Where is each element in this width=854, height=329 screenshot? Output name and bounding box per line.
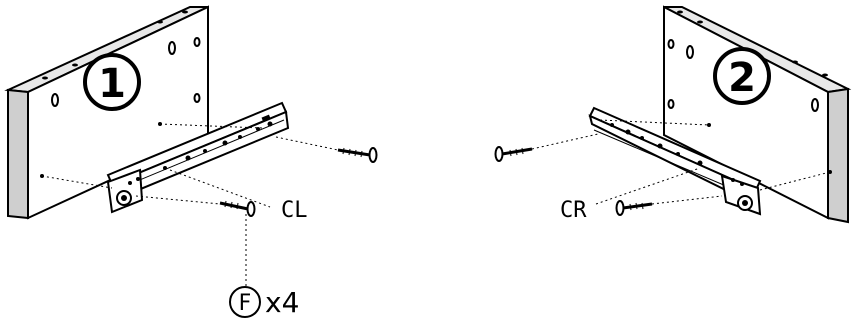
step-2-number: 2	[728, 55, 756, 101]
left-front-screw	[219, 200, 256, 217]
right-drawer-rail	[588, 106, 762, 216]
right-assembly: 2	[494, 5, 852, 224]
left-rear-screw	[337, 147, 378, 163]
left-side-panel	[4, 5, 209, 220]
right-side-panel	[663, 5, 852, 224]
step-1-number: 1	[98, 61, 126, 107]
step-1-marker: 1	[83, 53, 141, 111]
right-rear-screw	[494, 146, 533, 162]
left-assembly: 1	[4, 5, 378, 319]
right-alignment-lines	[531, 119, 831, 205]
left-drawer-rail	[106, 101, 290, 214]
step-2-marker: 2	[713, 47, 771, 105]
rail-label-cl: CL	[281, 198, 308, 223]
right-front-screw	[615, 200, 653, 216]
fastener-callout: F x4	[229, 286, 299, 319]
fastener-letter: F	[239, 291, 252, 316]
rail-label-cr: CR	[560, 198, 587, 223]
fastener-quantity: x4	[265, 286, 299, 319]
left-alignment-lines	[41, 123, 339, 286]
